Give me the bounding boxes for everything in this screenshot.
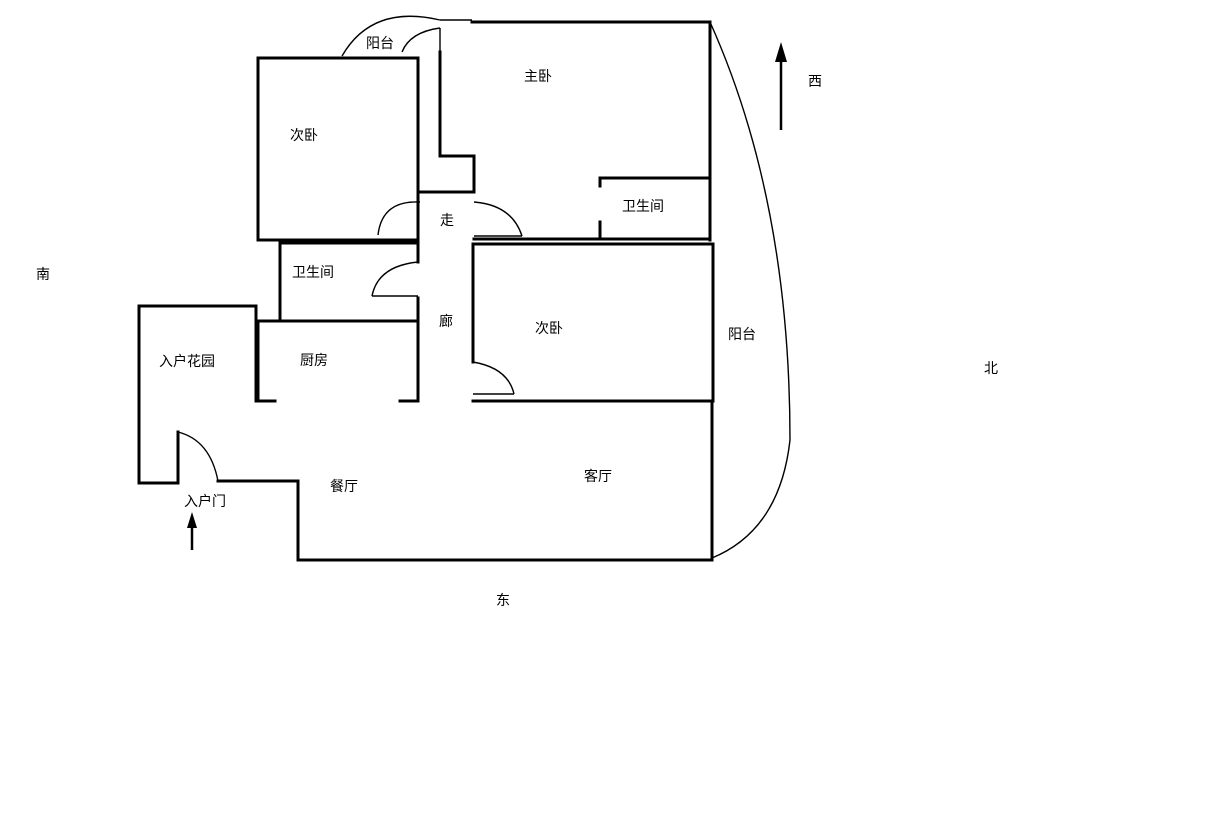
direction-east: 东 <box>496 593 510 609</box>
direction-west: 西 <box>808 74 822 90</box>
balcony-top-arc <box>341 15 441 57</box>
label-dining-room: 餐厅 <box>330 479 358 495</box>
balcony-right-arc <box>709 21 791 441</box>
room-labels: 阳台 主卧 次卧 卫生间 走 卫生间 廊 次卧 入户花园 厨房 阳台 客厅 餐厅… <box>159 36 756 510</box>
label-master-bedroom: 主卧 <box>524 69 552 85</box>
label-corridor-bottom: 廊 <box>439 313 453 330</box>
arrows <box>187 42 787 550</box>
direction-labels: 西 南 北 东 <box>36 74 998 609</box>
label-entry-garden: 入户花园 <box>159 353 215 370</box>
direction-south: 南 <box>36 267 50 283</box>
entry-arrow-icon <box>187 512 197 550</box>
label-entry-door: 入户门 <box>184 493 226 510</box>
label-bathroom-left: 卫生间 <box>292 265 334 281</box>
label-balcony-top: 阳台 <box>366 36 394 52</box>
label-second-bedroom-top: 次卧 <box>290 128 318 144</box>
west-arrow-icon <box>775 42 787 130</box>
label-second-bedroom-mid: 次卧 <box>535 321 563 337</box>
door-swings <box>177 15 791 559</box>
label-living-room: 客厅 <box>584 468 612 485</box>
label-bathroom-right: 卫生间 <box>622 199 664 215</box>
entry-door-swing <box>177 431 219 482</box>
walls <box>137 20 715 562</box>
label-balcony-right: 阳台 <box>728 327 756 343</box>
label-kitchen: 厨房 <box>300 353 328 369</box>
label-corridor-top: 走 <box>440 213 454 229</box>
direction-north: 北 <box>984 361 998 377</box>
